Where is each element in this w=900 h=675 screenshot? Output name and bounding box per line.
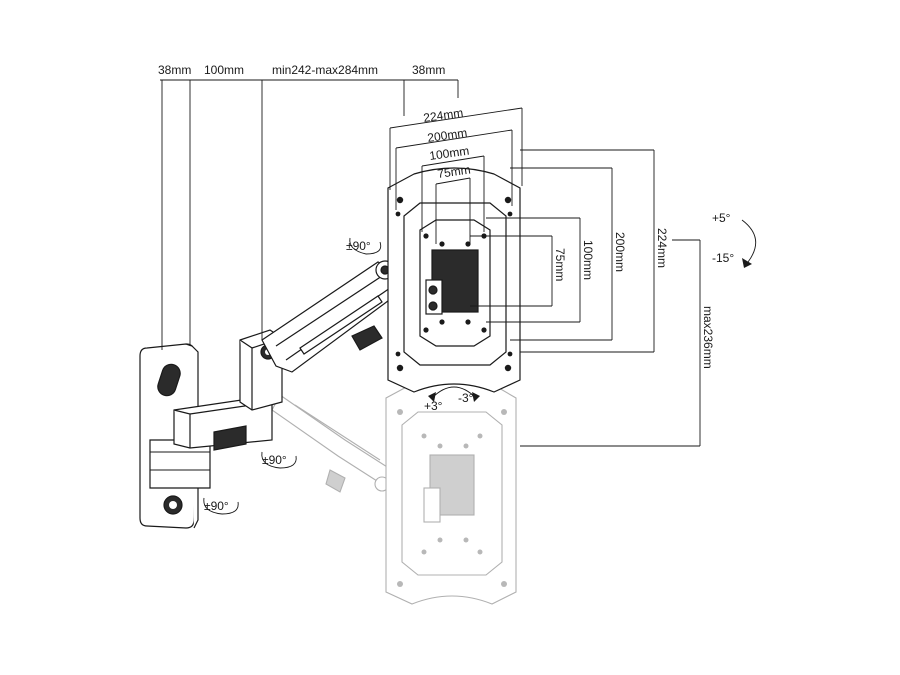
swivel-marker-elbow bbox=[261, 451, 297, 469]
vesa-width-224: 224mm bbox=[422, 106, 464, 125]
vesa-height-200: 200mm bbox=[613, 232, 627, 272]
swivel-wall-label: ±90° bbox=[204, 499, 229, 513]
tilt-arrow bbox=[741, 219, 757, 268]
vesa-width-75: 75mm bbox=[436, 162, 471, 181]
swivel-elbow-label: ±90° bbox=[262, 453, 287, 467]
height-adjust-max: max236mm bbox=[701, 306, 715, 369]
rotation-minus-label: -3° bbox=[458, 391, 474, 405]
vesa-width-100: 100mm bbox=[428, 144, 470, 163]
dimension-lines bbox=[160, 79, 701, 447]
vesa-width-200: 200mm bbox=[426, 126, 468, 145]
tilt-down-label: -15° bbox=[712, 251, 734, 265]
swivel-marker-wall bbox=[203, 497, 239, 515]
vesa-height-100: 100mm bbox=[581, 240, 595, 280]
rotation-plus-label: +3° bbox=[424, 399, 443, 413]
lowered-position-ghost bbox=[271, 377, 517, 605]
tilt-up-label: +5° bbox=[712, 211, 731, 225]
vesa-height-224: 224mm bbox=[655, 228, 669, 268]
vesa-plate bbox=[387, 167, 521, 393]
dim-arm-extension: min242-max284mm bbox=[272, 63, 378, 77]
swivel-head-label: ±90° bbox=[346, 239, 371, 253]
rotation-arc bbox=[428, 386, 480, 402]
dim-wall-plate-depth: 38mm bbox=[158, 63, 191, 77]
vesa-height-75: 75mm bbox=[553, 248, 567, 281]
dim-plate-depth: 38mm bbox=[412, 63, 445, 77]
dim-arm-offset: 100mm bbox=[204, 63, 244, 77]
swivel-marker-head bbox=[349, 237, 382, 255]
